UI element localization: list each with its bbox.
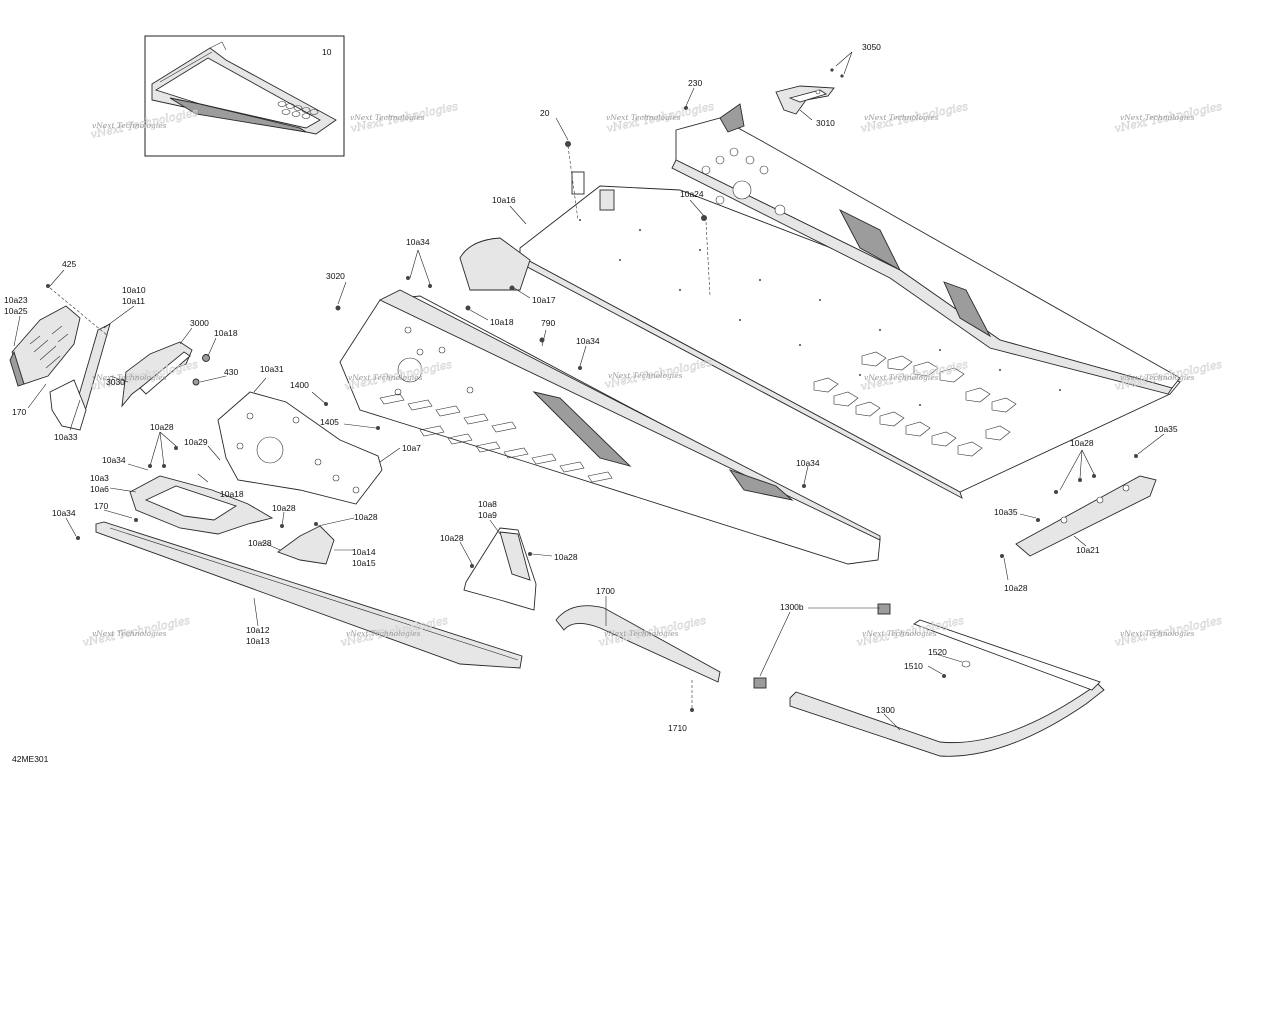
callout-10a28-c: 10a28: [354, 512, 378, 522]
callout-3050: 3050: [862, 42, 881, 52]
svg-text:vNext Technologies: vNext Technologies: [862, 629, 937, 638]
svg-text:vNext Technologies: vNext Technologies: [348, 373, 423, 382]
callout-10: 10: [322, 47, 332, 57]
callout-1300: 1300: [876, 705, 895, 715]
strip-10a12: [95, 521, 523, 669]
svg-text:vNext Technologies: vNext Technologies: [1120, 373, 1195, 382]
callout-10a14: 10a14: [352, 547, 376, 557]
leader-lines: [13, 51, 1165, 731]
callout-10a9: 10a9: [478, 510, 497, 520]
rear-bumper-1300: [789, 619, 1105, 757]
svg-text:vNext Technologies: vNext Technologies: [350, 113, 425, 122]
callout-10a28-f: 10a28: [554, 552, 578, 562]
callout-10a34-left: 10a34: [102, 455, 126, 465]
callout-10a29: 10a29: [184, 437, 208, 447]
callout-10a28-b: 10a28: [272, 503, 296, 513]
callout-10a13: 10a13: [246, 636, 270, 646]
callout-10a15: 10a15: [352, 558, 376, 568]
svg-text:vNext Technologies: vNext Technologies: [604, 629, 679, 638]
svg-text:vNext Technologies: vNext Technologies: [1120, 629, 1195, 638]
callout-10a28-h: 10a28: [1004, 583, 1028, 593]
callout-10a11: 10a11: [122, 296, 145, 306]
callout-10a10: 10a10: [122, 285, 146, 295]
tab-1300b: [753, 603, 891, 689]
bracket-3000: [121, 341, 210, 408]
assembly-inset: 10: [144, 35, 345, 157]
callout-10a12: 10a12: [246, 625, 270, 635]
svg-text:vNext Technologies: vNext Technologies: [346, 629, 421, 638]
callout-3020: 3020: [326, 271, 345, 281]
callout-1405: 1405: [320, 417, 339, 427]
front-left-bracket-10a23: [9, 305, 81, 387]
svg-text:vNext Technologies: vNext Technologies: [1120, 113, 1195, 122]
callout-10a34-mid: 10a34: [576, 336, 600, 346]
callout-3000: 3000: [190, 318, 209, 328]
bracket-3010: [775, 68, 844, 115]
callout-790: 790: [541, 318, 555, 328]
tunnel-top-panel: [517, 171, 1181, 499]
callout-10a28-e: 10a28: [440, 533, 464, 543]
callout-10a28-a: 10a28: [150, 422, 174, 432]
bracket-10a14: [277, 525, 335, 565]
callout-1710: 1710: [668, 723, 687, 733]
callout-10a33: 10a33: [54, 432, 78, 442]
callout-10a8: 10a8: [478, 499, 497, 509]
callout-1520: 1520: [928, 647, 947, 657]
callout-3010: 3010: [816, 118, 835, 128]
callout-10a17: 10a17: [532, 295, 556, 305]
callout-10a34-lowleft: 10a34: [52, 508, 76, 518]
callout-10a7: 10a7: [402, 443, 421, 453]
figure-code: 42ME301: [12, 754, 49, 764]
callout-20: 20: [540, 108, 550, 118]
svg-text:vNext Technologies: vNext Technologies: [864, 373, 939, 382]
bracket-10a8: [463, 527, 537, 611]
callout-10a28-g: 10a28: [1070, 438, 1094, 448]
callout-10a3: 10a3: [90, 473, 109, 483]
hardware-fasteners: [46, 106, 1138, 712]
callout-10a18-left: 10a18: [214, 328, 238, 338]
tunnel-right-rail: [671, 103, 1181, 395]
svg-text:vNext Technologies: vNext Technologies: [608, 371, 683, 380]
callout-10a35-a: 10a35: [1154, 424, 1178, 434]
callout-170-low: 170: [94, 501, 108, 511]
callout-10a34-top: 10a34: [406, 237, 430, 247]
front-plate-10a7: [217, 391, 383, 505]
callout-10a16: 10a16: [492, 195, 516, 205]
svg-text:vNext Technologies: vNext Technologies: [92, 373, 167, 382]
callout-1300b: 1300b: [780, 602, 804, 612]
callout-10a6: 10a6: [90, 484, 109, 494]
callout-10a34-right: 10a34: [796, 458, 820, 468]
callout-230: 230: [688, 78, 702, 88]
callout-labels: 3050 230 3010 20 10a24 10a16 10a34 3020 …: [4, 42, 1178, 764]
callout-10a25: 10a25: [4, 306, 28, 316]
skid-plate-10a3: [129, 475, 274, 535]
callout-10a35-b: 10a35: [994, 507, 1018, 517]
washer-1520: [961, 660, 971, 668]
bumper-1700: [555, 605, 721, 683]
tunnel-left-wall: [339, 237, 881, 565]
crossbar-10a21: [1015, 475, 1157, 557]
callout-1700: 1700: [596, 586, 615, 596]
callout-3030: 3030: [106, 377, 125, 387]
callout-10a31: 10a31: [260, 364, 284, 374]
callout-10a24: 10a24: [680, 189, 704, 199]
svg-text:vNext Technologies: vNext Technologies: [92, 629, 167, 638]
svg-text:vNext Technologies: vNext Technologies: [92, 121, 167, 130]
callout-1510: 1510: [904, 661, 923, 671]
callout-170-left: 170: [12, 407, 26, 417]
callout-10a28-d: 10a28: [248, 538, 272, 548]
callout-10a21: 10a21: [1076, 545, 1100, 555]
callout-1400: 1400: [290, 380, 309, 390]
brace-10a10: [49, 323, 111, 431]
callout-425: 425: [62, 259, 76, 269]
callout-430: 430: [224, 367, 238, 377]
callout-10a23: 10a23: [4, 295, 28, 305]
svg-text:vNext Technologies: vNext Technologies: [864, 113, 939, 122]
callout-10a18-low: 10a18: [220, 489, 244, 499]
callout-10a18-mid: 10a18: [490, 317, 514, 327]
svg-text:vNext Technologies: vNext Technologies: [606, 113, 681, 122]
